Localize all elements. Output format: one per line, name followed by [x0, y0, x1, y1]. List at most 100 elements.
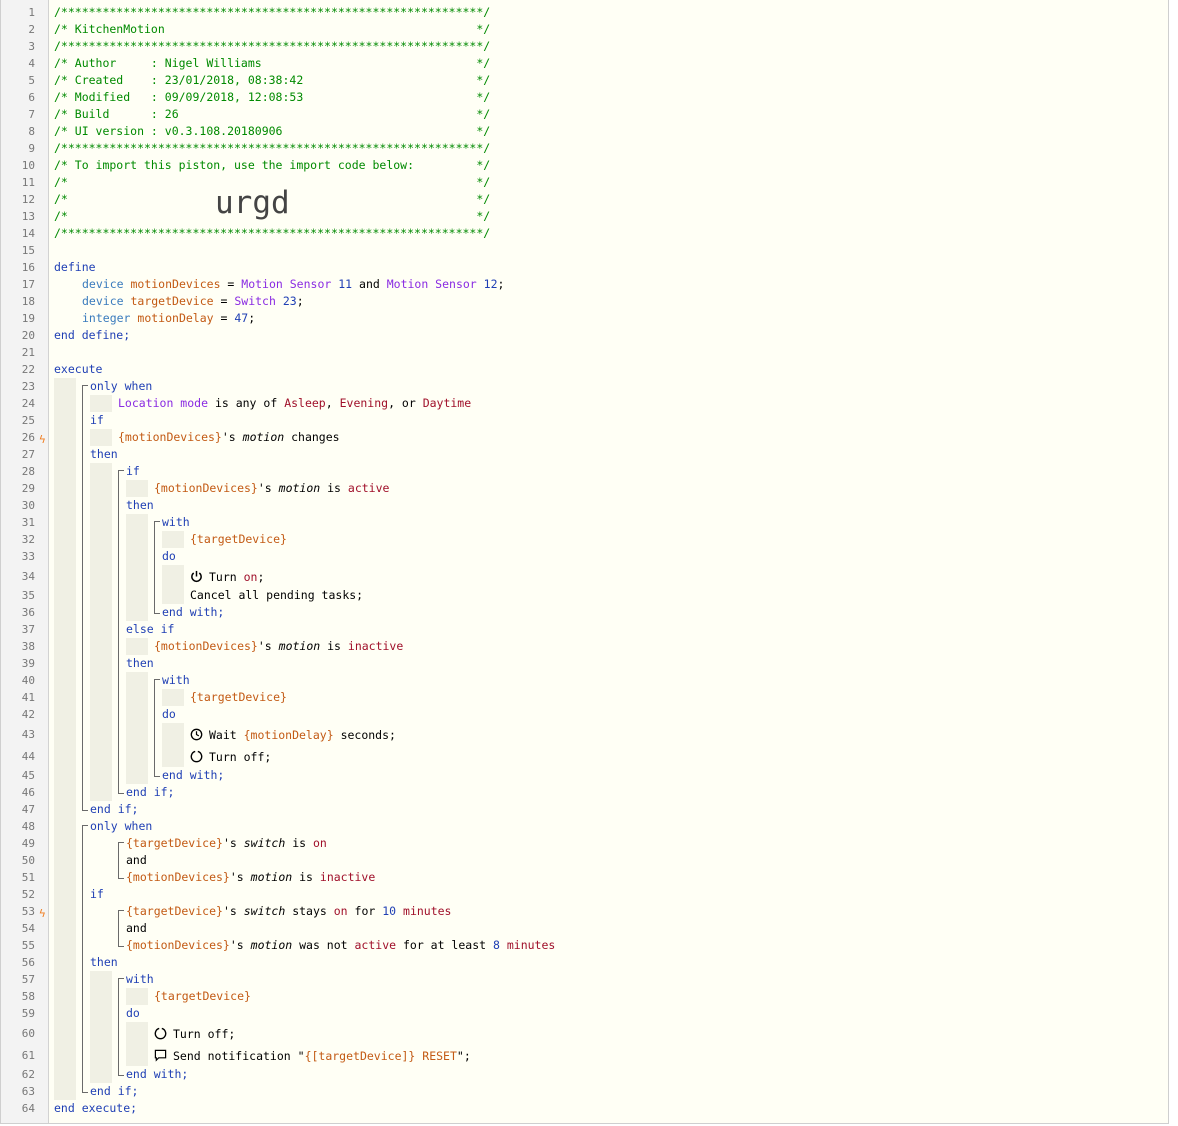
import-code[interactable]: urgd — [215, 185, 290, 221]
code-line: 8/* UI version : v0.3.108.20180906 */ — [1, 123, 1168, 140]
code-text[interactable]: /***************************************… — [54, 141, 491, 155]
code-text[interactable]: do — [162, 549, 176, 563]
code-text[interactable]: /* */ — [54, 192, 491, 206]
code-text[interactable]: end if; — [126, 785, 175, 799]
code-text[interactable]: only when — [90, 819, 153, 833]
code-text[interactable]: /***************************************… — [54, 226, 491, 240]
line-number: 30 — [21, 499, 35, 512]
code-text[interactable]: if — [126, 464, 140, 478]
code-text[interactable]: /* */ — [54, 209, 491, 223]
code-text[interactable]: /* Modified : 09/09/2018, 12:08:53 */ — [54, 90, 491, 104]
code-text[interactable]: Wait {motionDelay} seconds; — [190, 723, 396, 747]
code-text[interactable]: /* Author : Nigel Williams */ — [54, 56, 491, 70]
code-line: 6 /* Modified : 09/09/2018, 12:08:53 */ — [1, 89, 1168, 106]
code-line: 27 then — [1, 446, 1168, 463]
code-text[interactable]: Turn on; — [190, 565, 264, 589]
line-number: 32 — [21, 533, 35, 546]
code-text[interactable]: Turn off; — [154, 1022, 235, 1046]
code-text[interactable]: Send notification "{[targetDevice]} RESE… — [154, 1044, 471, 1068]
block-shade — [54, 378, 76, 1100]
code-line: 10/* To import this piston, use the impo… — [1, 157, 1168, 174]
code-text[interactable]: {targetDevice} — [190, 532, 287, 546]
code-text[interactable]: and — [126, 853, 147, 867]
code-text[interactable]: then — [126, 656, 154, 670]
code-text[interactable]: do — [162, 707, 176, 721]
code-line: 26 ϟ {motionDevices}'s motion changes — [1, 429, 1168, 446]
code-text[interactable]: end define; — [54, 328, 131, 342]
code-text[interactable]: then — [126, 498, 154, 512]
code-text[interactable]: {targetDevice} — [154, 989, 251, 1003]
code-text[interactable]: /* */ — [54, 175, 491, 189]
code-text[interactable]: {motionDevices}'s motion was not active … — [126, 938, 556, 952]
line-number-gutter — [1, 0, 49, 1123]
code-line: 13/* */ — [1, 208, 1168, 225]
line-number: 42 — [21, 708, 35, 721]
code-text[interactable]: with — [162, 515, 190, 529]
code-text[interactable]: {motionDevices}'s motion changes — [118, 430, 340, 444]
line-number: 27 — [21, 448, 35, 461]
line-number: 6 — [28, 91, 35, 104]
code-text[interactable]: device targetDevice = Switch 23; — [82, 294, 304, 308]
line-number: 63 — [21, 1085, 35, 1098]
line-number: 16 — [21, 261, 35, 274]
line-number: 18 — [21, 295, 35, 308]
code-line: 49{targetDevice}'s switch is on — [1, 835, 1168, 852]
event-trigger-icon: ϟ — [39, 433, 46, 446]
code-text[interactable]: /* To import this piston, use the import… — [54, 158, 491, 172]
code-text[interactable]: {motionDevices}'s motion is inactive — [126, 870, 376, 884]
line-number: 14 — [21, 227, 35, 240]
code-text[interactable]: /***************************************… — [54, 39, 491, 53]
code-text[interactable]: end with; — [162, 605, 225, 619]
line-number: 26 — [21, 431, 35, 444]
code-text[interactable]: end with; — [162, 768, 225, 782]
code-text[interactable]: device motionDevices = Motion Sensor 11 … — [82, 277, 505, 291]
line-number: 1 — [28, 6, 35, 19]
code-text[interactable]: {motionDevices}'s motion is inactive — [154, 639, 404, 653]
code-text[interactable]: only when — [90, 379, 153, 393]
code-text[interactable]: if — [90, 887, 104, 901]
line-number: 39 — [21, 657, 35, 670]
line-number: 40 — [21, 674, 35, 687]
code-line: 5/* Created : 23/01/2018, 08:38:42 */ — [1, 72, 1168, 89]
line-number: 3 — [28, 40, 35, 53]
code-text[interactable]: {targetDevice}'s switch stays on for 10 … — [126, 904, 452, 918]
code-text[interactable]: then — [90, 447, 118, 461]
code-text[interactable]: then — [90, 955, 118, 969]
code-text[interactable]: Turn off; — [190, 745, 271, 769]
code-text[interactable]: end with; — [126, 1067, 189, 1081]
code-text[interactable]: do — [126, 1006, 140, 1020]
code-text[interactable]: /* KitchenMotion */ — [54, 22, 491, 36]
code-text[interactable]: end if; — [90, 802, 139, 816]
line-number: 61 — [21, 1049, 35, 1062]
code-text[interactable]: with — [162, 673, 190, 687]
code-text[interactable]: integer motionDelay = 47; — [82, 311, 256, 325]
code-text[interactable]: end if; — [90, 1084, 139, 1098]
code-text[interactable]: Cancel all pending tasks; — [190, 588, 364, 602]
code-text[interactable]: and — [126, 921, 147, 935]
code-text[interactable]: /* Created : 23/01/2018, 08:38:42 */ — [54, 73, 491, 87]
code-text[interactable]: /* Build : 26 */ — [54, 107, 491, 121]
code-text[interactable]: {targetDevice} — [190, 690, 287, 704]
code-text[interactable]: {motionDevices}'s motion is active — [154, 481, 390, 495]
code-text[interactable]: with — [126, 972, 154, 986]
code-text[interactable]: /***************************************… — [54, 5, 491, 19]
code-text[interactable]: execute — [54, 362, 103, 376]
code-text[interactable]: if — [90, 413, 104, 427]
code-text[interactable]: {targetDevice}'s switch is on — [126, 836, 327, 850]
code-text[interactable]: Location mode is any of Asleep, Evening,… — [118, 396, 472, 410]
code-text[interactable]: define — [54, 260, 96, 274]
code-text[interactable]: end execute; — [54, 1101, 138, 1115]
code-line: 40 with — [1, 672, 1168, 689]
line-number: 58 — [21, 990, 35, 1003]
code-text[interactable]: /* UI version : v0.3.108.20180906 */ — [54, 124, 491, 138]
code-text[interactable]: else if — [126, 622, 175, 636]
code-line: 18 device targetDevice = Switch 23; — [1, 293, 1168, 310]
line-number: 21 — [21, 346, 35, 359]
